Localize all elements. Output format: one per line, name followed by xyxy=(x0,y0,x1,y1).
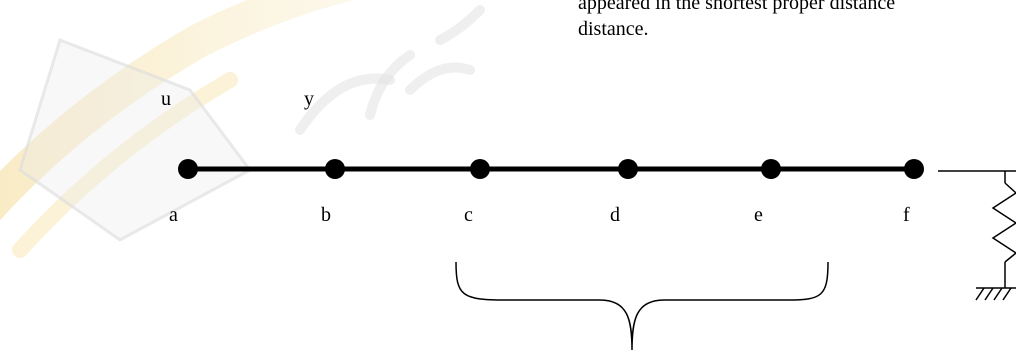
node-label-c: c xyxy=(464,204,473,226)
body-text: appeared in the shortest proper distance… xyxy=(578,0,895,42)
node-c xyxy=(470,159,490,179)
node-e xyxy=(761,159,781,179)
node-label-f: f xyxy=(903,204,910,226)
node-a xyxy=(178,159,198,179)
node-label-e: e xyxy=(754,204,763,226)
label-u: u xyxy=(161,88,171,110)
body-text-line: distance. xyxy=(578,18,649,40)
node-d xyxy=(618,159,638,179)
spring-icon xyxy=(991,171,1016,288)
curly-brace-icon xyxy=(455,261,829,351)
node-label-a: a xyxy=(169,204,178,226)
node-f xyxy=(904,159,924,179)
label-y: y xyxy=(304,88,314,110)
node-label-d: d xyxy=(610,204,620,226)
node-label-b: b xyxy=(321,204,331,226)
node-b xyxy=(325,159,345,179)
ground-hatch-icon xyxy=(975,287,1016,301)
body-text-line: appeared in the shortest proper distance xyxy=(578,0,896,14)
